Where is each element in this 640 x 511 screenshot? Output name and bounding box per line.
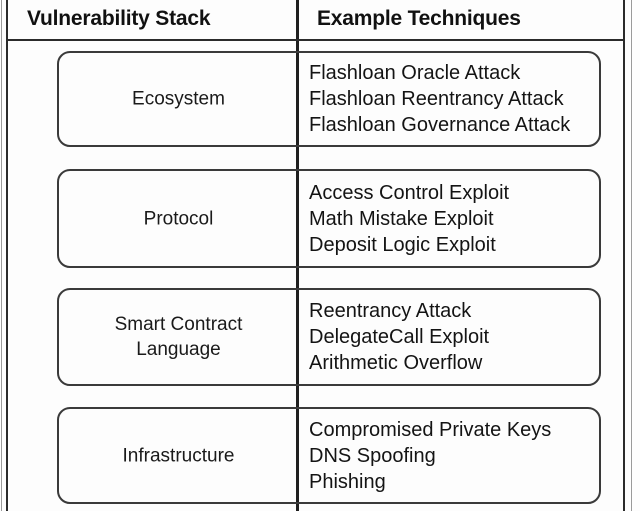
technique-list: Flashloan Oracle Attack Flashloan Reentr… [309,60,570,138]
header-underline [7,39,623,41]
table-header-row: Vulnerability Stack Example Techniques [0,0,640,40]
list-item: Access Control Exploit [309,181,510,204]
layer-label-line-2: Language [136,339,221,360]
list-item: DelegateCall Exploit [309,326,490,348]
table-row: Protocol Access Control Exploit Math Mis… [57,169,601,268]
list-item: Flashloan Oracle Attack [309,62,521,84]
layer-label-smart-contract-language: Smart Contract Language [59,312,298,362]
layer-label-line-1: Smart Contract [114,314,243,335]
layer-label-infrastructure: Infrastructure [122,445,235,466]
frame-border-left [6,0,8,511]
technique-list: Reentrancy Attack DelegateCall Exploit A… [309,298,489,376]
list-item: Flashloan Governance Attack [309,114,571,136]
list-item: Deposit Logic Exploit [309,233,496,256]
column-divider [296,0,299,511]
layer-label-ecosystem: Ecosystem [132,88,225,110]
list-item: Arithmetic Overflow [309,352,483,374]
layer-label-protocol: Protocol [143,208,214,229]
list-item: Flashloan Reentrancy Attack [309,88,564,110]
frame-outer-right-hairline [631,0,632,511]
list-item: DNS Spoofing [309,444,436,467]
list-item: Phishing [309,470,386,493]
list-item: Math Mistake Exploit [309,207,494,230]
technique-list: Access Control Exploit Math Mistake Expl… [309,180,509,258]
table-row: Infrastructure Compromised Private Keys … [57,407,601,504]
frame-outer-left-hairline [1,0,2,511]
list-item: Reentrancy Attack [309,300,472,322]
technique-list: Compromised Private Keys DNS Spoofing Ph… [309,417,551,495]
column-header-example-techniques: Example Techniques [317,7,521,30]
table-row: Smart Contract Language Reentrancy Attac… [57,288,601,386]
frame-border-right [623,0,625,511]
table-row: Ecosystem Flashloan Oracle Attack Flashl… [57,51,601,147]
column-header-vulnerability-stack: Vulnerability Stack [27,7,211,30]
list-item: Compromised Private Keys [309,418,552,441]
